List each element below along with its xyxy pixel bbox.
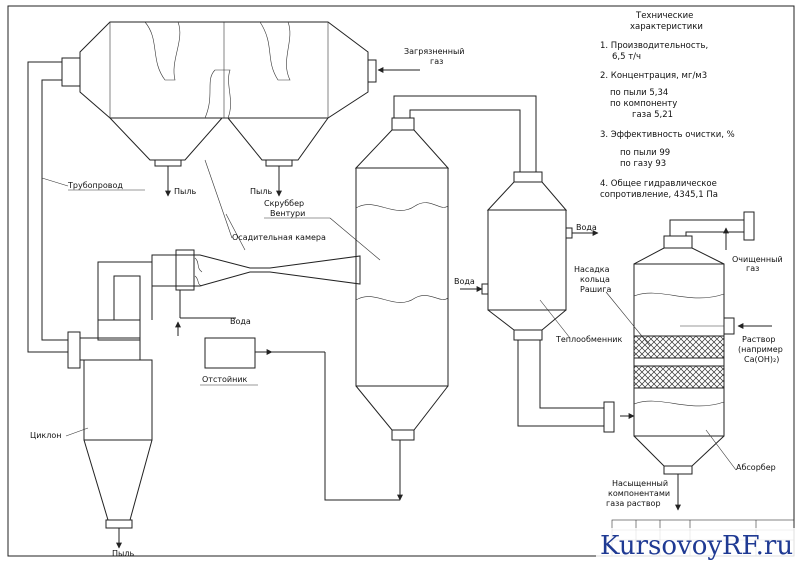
dirty-gas-label-2: газ xyxy=(430,57,443,66)
solution-label-2: (например xyxy=(738,345,783,354)
dust-label-1: Пыль xyxy=(174,187,196,196)
scrubber-label: Скруббер xyxy=(264,199,304,208)
watermark-logo: KursovoyRF.ru xyxy=(596,528,796,561)
clean-gas-label-2: газ xyxy=(746,264,759,273)
svg-text:сопротивление, 4345,1 Па: сопротивление, 4345,1 Па xyxy=(600,190,718,200)
water-label-2: Вода xyxy=(454,277,475,286)
heat-exchanger xyxy=(481,171,573,341)
venturi-scrubber xyxy=(151,249,361,319)
saturated-label: Насыщенный xyxy=(612,479,668,488)
water-label-1: Вода xyxy=(230,317,251,326)
saturated-label-2: компонентами xyxy=(608,489,670,498)
svg-text:Технические: Технические xyxy=(635,11,693,21)
dirty-gas-label: Загрязненный xyxy=(404,47,465,56)
packing-label-2: кольца xyxy=(580,275,610,284)
settling-chamber xyxy=(61,21,377,167)
dust-label-2: Пыль xyxy=(250,187,272,196)
svg-text:1. Производительность,: 1. Производительность, xyxy=(600,41,708,51)
svg-text:3. Эффективность очистки, %: 3. Эффективность очистки, % xyxy=(600,130,735,140)
cyclone-label: Циклон xyxy=(30,431,61,440)
dust-label-3: Пыль xyxy=(112,549,134,558)
heat-exchanger-label: Теплообменник xyxy=(555,335,622,344)
settler xyxy=(204,337,256,369)
settling-chamber-label: Осадительная камера xyxy=(232,233,326,242)
packing-lower xyxy=(633,365,725,389)
absorber xyxy=(633,235,735,475)
pipeline xyxy=(27,61,68,353)
water-label-3: Вода xyxy=(576,223,597,232)
packing-label-3: Рашига xyxy=(580,285,611,294)
clean-gas-label: Очищенный xyxy=(732,255,783,264)
drawing-frame xyxy=(7,5,795,557)
svg-text:4. Общее гидравлическое: 4. Общее гидравлическое xyxy=(600,179,717,189)
svg-text:по газу 93: по газу 93 xyxy=(620,159,666,169)
svg-text:по пыли 99: по пыли 99 xyxy=(620,148,670,158)
solution-label-3: Ca(OH)₂) xyxy=(744,355,779,364)
svg-text:газа 5,21: газа 5,21 xyxy=(632,110,673,120)
svg-text:KursovoyRF.ru: KursovoyRF.ru xyxy=(600,531,793,561)
svg-text:по компоненту: по компоненту xyxy=(610,99,677,109)
svg-text:характеристики: характеристики xyxy=(630,22,703,32)
svg-text:6,5 т/ч: 6,5 т/ч xyxy=(612,52,641,62)
svg-text:по пыли 5,34: по пыли 5,34 xyxy=(610,88,668,98)
tech-specs: Технические характеристики 1. Производит… xyxy=(600,11,735,200)
scrubber-column xyxy=(354,117,450,441)
svg-text:2. Концентрация, мг/м3: 2. Концентрация, мг/м3 xyxy=(600,71,707,81)
pipeline-label: Трубопровод xyxy=(67,181,123,190)
saturated-label-3: газа раствор xyxy=(606,499,661,508)
settler-label: Отстойник xyxy=(202,375,248,384)
venturi-label: Вентури xyxy=(270,209,305,218)
solution-label: Раствор xyxy=(742,335,775,344)
absorber-label: Абсорбер xyxy=(736,463,776,472)
cyclone xyxy=(67,261,153,529)
packing-upper xyxy=(633,335,725,359)
packing-label: Насадка xyxy=(574,265,610,274)
